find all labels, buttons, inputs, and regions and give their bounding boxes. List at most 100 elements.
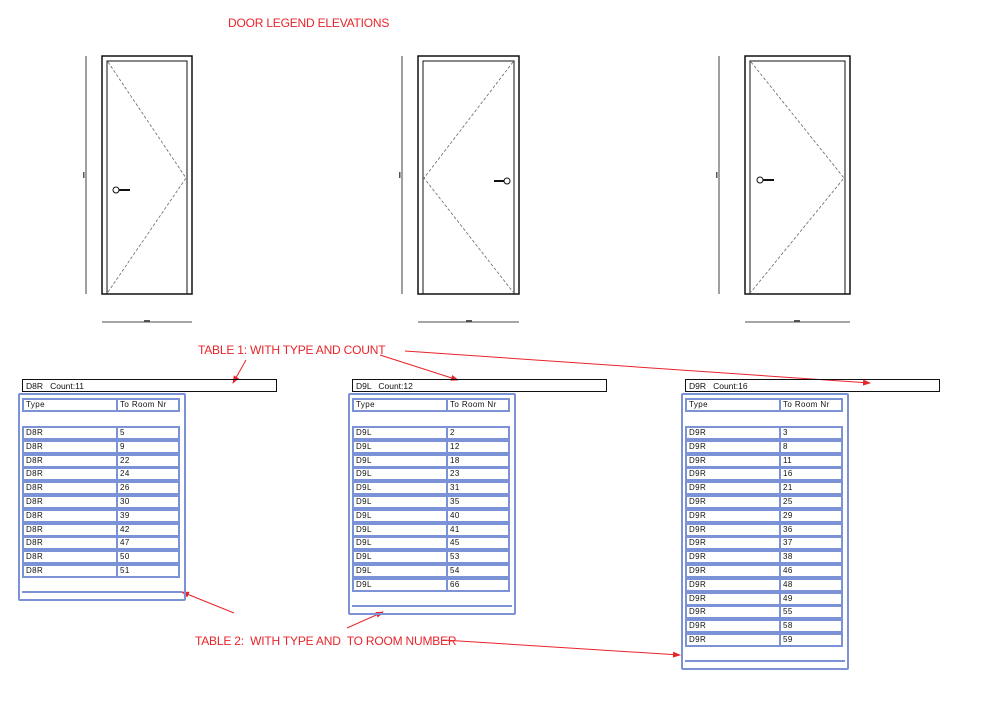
annotation-arrows	[181, 350, 871, 658]
type-cell: D8R	[22, 467, 118, 482]
door-elevation-3	[716, 55, 851, 323]
type-cell: D9L	[352, 426, 448, 440]
room-number-cell: 30	[116, 495, 180, 509]
type-cell: D9L	[352, 495, 448, 509]
arrow-icon	[346, 611, 384, 629]
type-cell: D8R	[22, 536, 118, 551]
door-elevation-2	[399, 55, 520, 323]
room-number-cell: 37	[779, 536, 843, 551]
room-number-cell: 53	[446, 550, 510, 565]
arrow-icon	[379, 354, 459, 381]
type-cell: D9R	[685, 564, 781, 578]
table-footer-line	[22, 590, 182, 593]
table2-annotation: TABLE 2: WITH TYPE AND TO ROOM NUMBER	[195, 634, 457, 648]
room-number-cell: 16	[779, 467, 843, 482]
door-handle-icon	[756, 176, 774, 184]
count-table-3: D9R Count:16	[685, 379, 940, 392]
room-number-cell: 24	[116, 467, 180, 482]
type-cell: D9L	[352, 467, 448, 482]
room-number-cell: 3	[779, 426, 843, 440]
type-cell: D9R	[685, 481, 781, 496]
room-number-cell: 5	[116, 426, 180, 440]
room-number-cell: 47	[116, 536, 180, 551]
arrow-icon	[442, 639, 681, 658]
type-cell: D9R	[685, 467, 781, 482]
room-number-cell: 58	[779, 619, 843, 634]
type-cell: D8R	[22, 564, 118, 578]
room-number-cell: 51	[116, 564, 180, 578]
type-cell: D8R	[22, 495, 118, 509]
room-number-cell: 8	[779, 439, 843, 454]
room-number-cell: 48	[779, 577, 843, 592]
room-number-cell: 54	[446, 564, 510, 578]
type-cell: D9L	[352, 536, 448, 551]
type-cell: D9L	[352, 564, 448, 578]
room-number-cell: 46	[779, 564, 843, 578]
header-to-room-nr: To Room Nr	[116, 398, 180, 412]
room-number-cell: 66	[446, 577, 510, 592]
type-cell: D9L	[352, 439, 448, 454]
type-cell: D8R	[22, 508, 118, 523]
table-footer-line	[685, 659, 845, 662]
room-number-cell: 35	[446, 495, 510, 509]
room-number-cell: 26	[116, 481, 180, 496]
type-cell: D8R	[22, 439, 118, 454]
type-cell: D9L	[352, 508, 448, 523]
room-number-cell: 40	[446, 508, 510, 523]
arrow-icon	[181, 591, 235, 614]
room-number-cell: 38	[779, 550, 843, 565]
header-type: Type	[685, 398, 781, 412]
room-number-cell: 12	[446, 439, 510, 454]
type-cell: D8R	[22, 426, 118, 440]
room-number-cell: 45	[446, 536, 510, 551]
type-cell: D9R	[685, 495, 781, 509]
type-cell: D9R	[685, 591, 781, 606]
room-number-cell: 36	[779, 522, 843, 537]
table-footer-line	[352, 604, 512, 607]
room-number-cell: 21	[779, 481, 843, 496]
type-cell: D9R	[685, 426, 781, 440]
type-cell: D9R	[685, 550, 781, 565]
room-number-cell: 9	[116, 439, 180, 454]
room-number-cell: 50	[116, 550, 180, 565]
type-cell: D9R	[685, 619, 781, 634]
room-number-cell: 59	[779, 633, 843, 647]
type-cell: D9R	[685, 605, 781, 620]
room-number-cell: 22	[116, 453, 180, 468]
header-to-room-nr: To Room Nr	[779, 398, 843, 412]
header-type: Type	[352, 398, 448, 412]
